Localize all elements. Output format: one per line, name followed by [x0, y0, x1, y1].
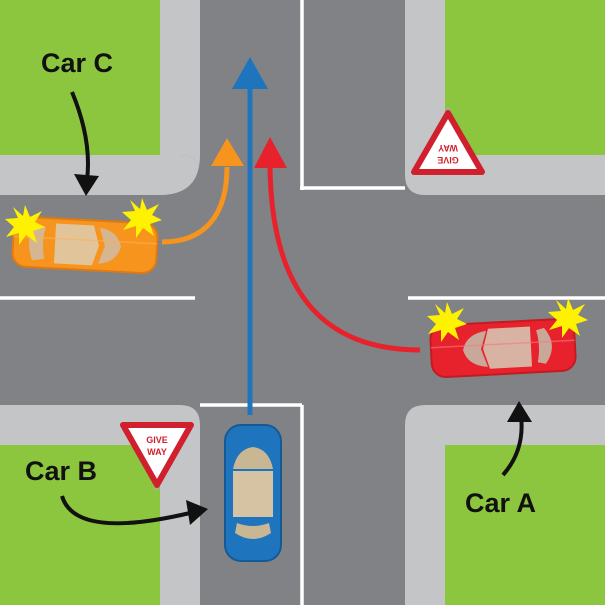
car-c-label: Car C: [41, 48, 113, 78]
car-a-label: Car A: [465, 488, 536, 518]
car-b: [224, 424, 282, 562]
label-arrow-b: [60, 495, 208, 526]
path-arrow-b: [232, 57, 268, 415]
give-way-sign-south-line2: WAY: [147, 447, 167, 457]
path-arrow-c: [161, 138, 244, 245]
give-way-sign-south-line1: GIVE: [146, 435, 168, 445]
label-arrow-a: [501, 401, 532, 477]
label-arrow-c: [70, 91, 99, 196]
give-way-sign-north-line1: GIVE: [437, 155, 459, 165]
path-arrow-a: [254, 137, 421, 353]
give-way-sign-north-icon: GIVE WAY: [411, 108, 485, 175]
car-a: [429, 317, 577, 379]
give-way-sign-south-icon: GIVE WAY: [120, 422, 194, 490]
car-c: [11, 215, 159, 275]
road-rounded-corners: [0, 155, 200, 195]
give-way-sign-north-line2: WAY: [438, 143, 458, 153]
car-b-label: Car B: [25, 456, 97, 486]
